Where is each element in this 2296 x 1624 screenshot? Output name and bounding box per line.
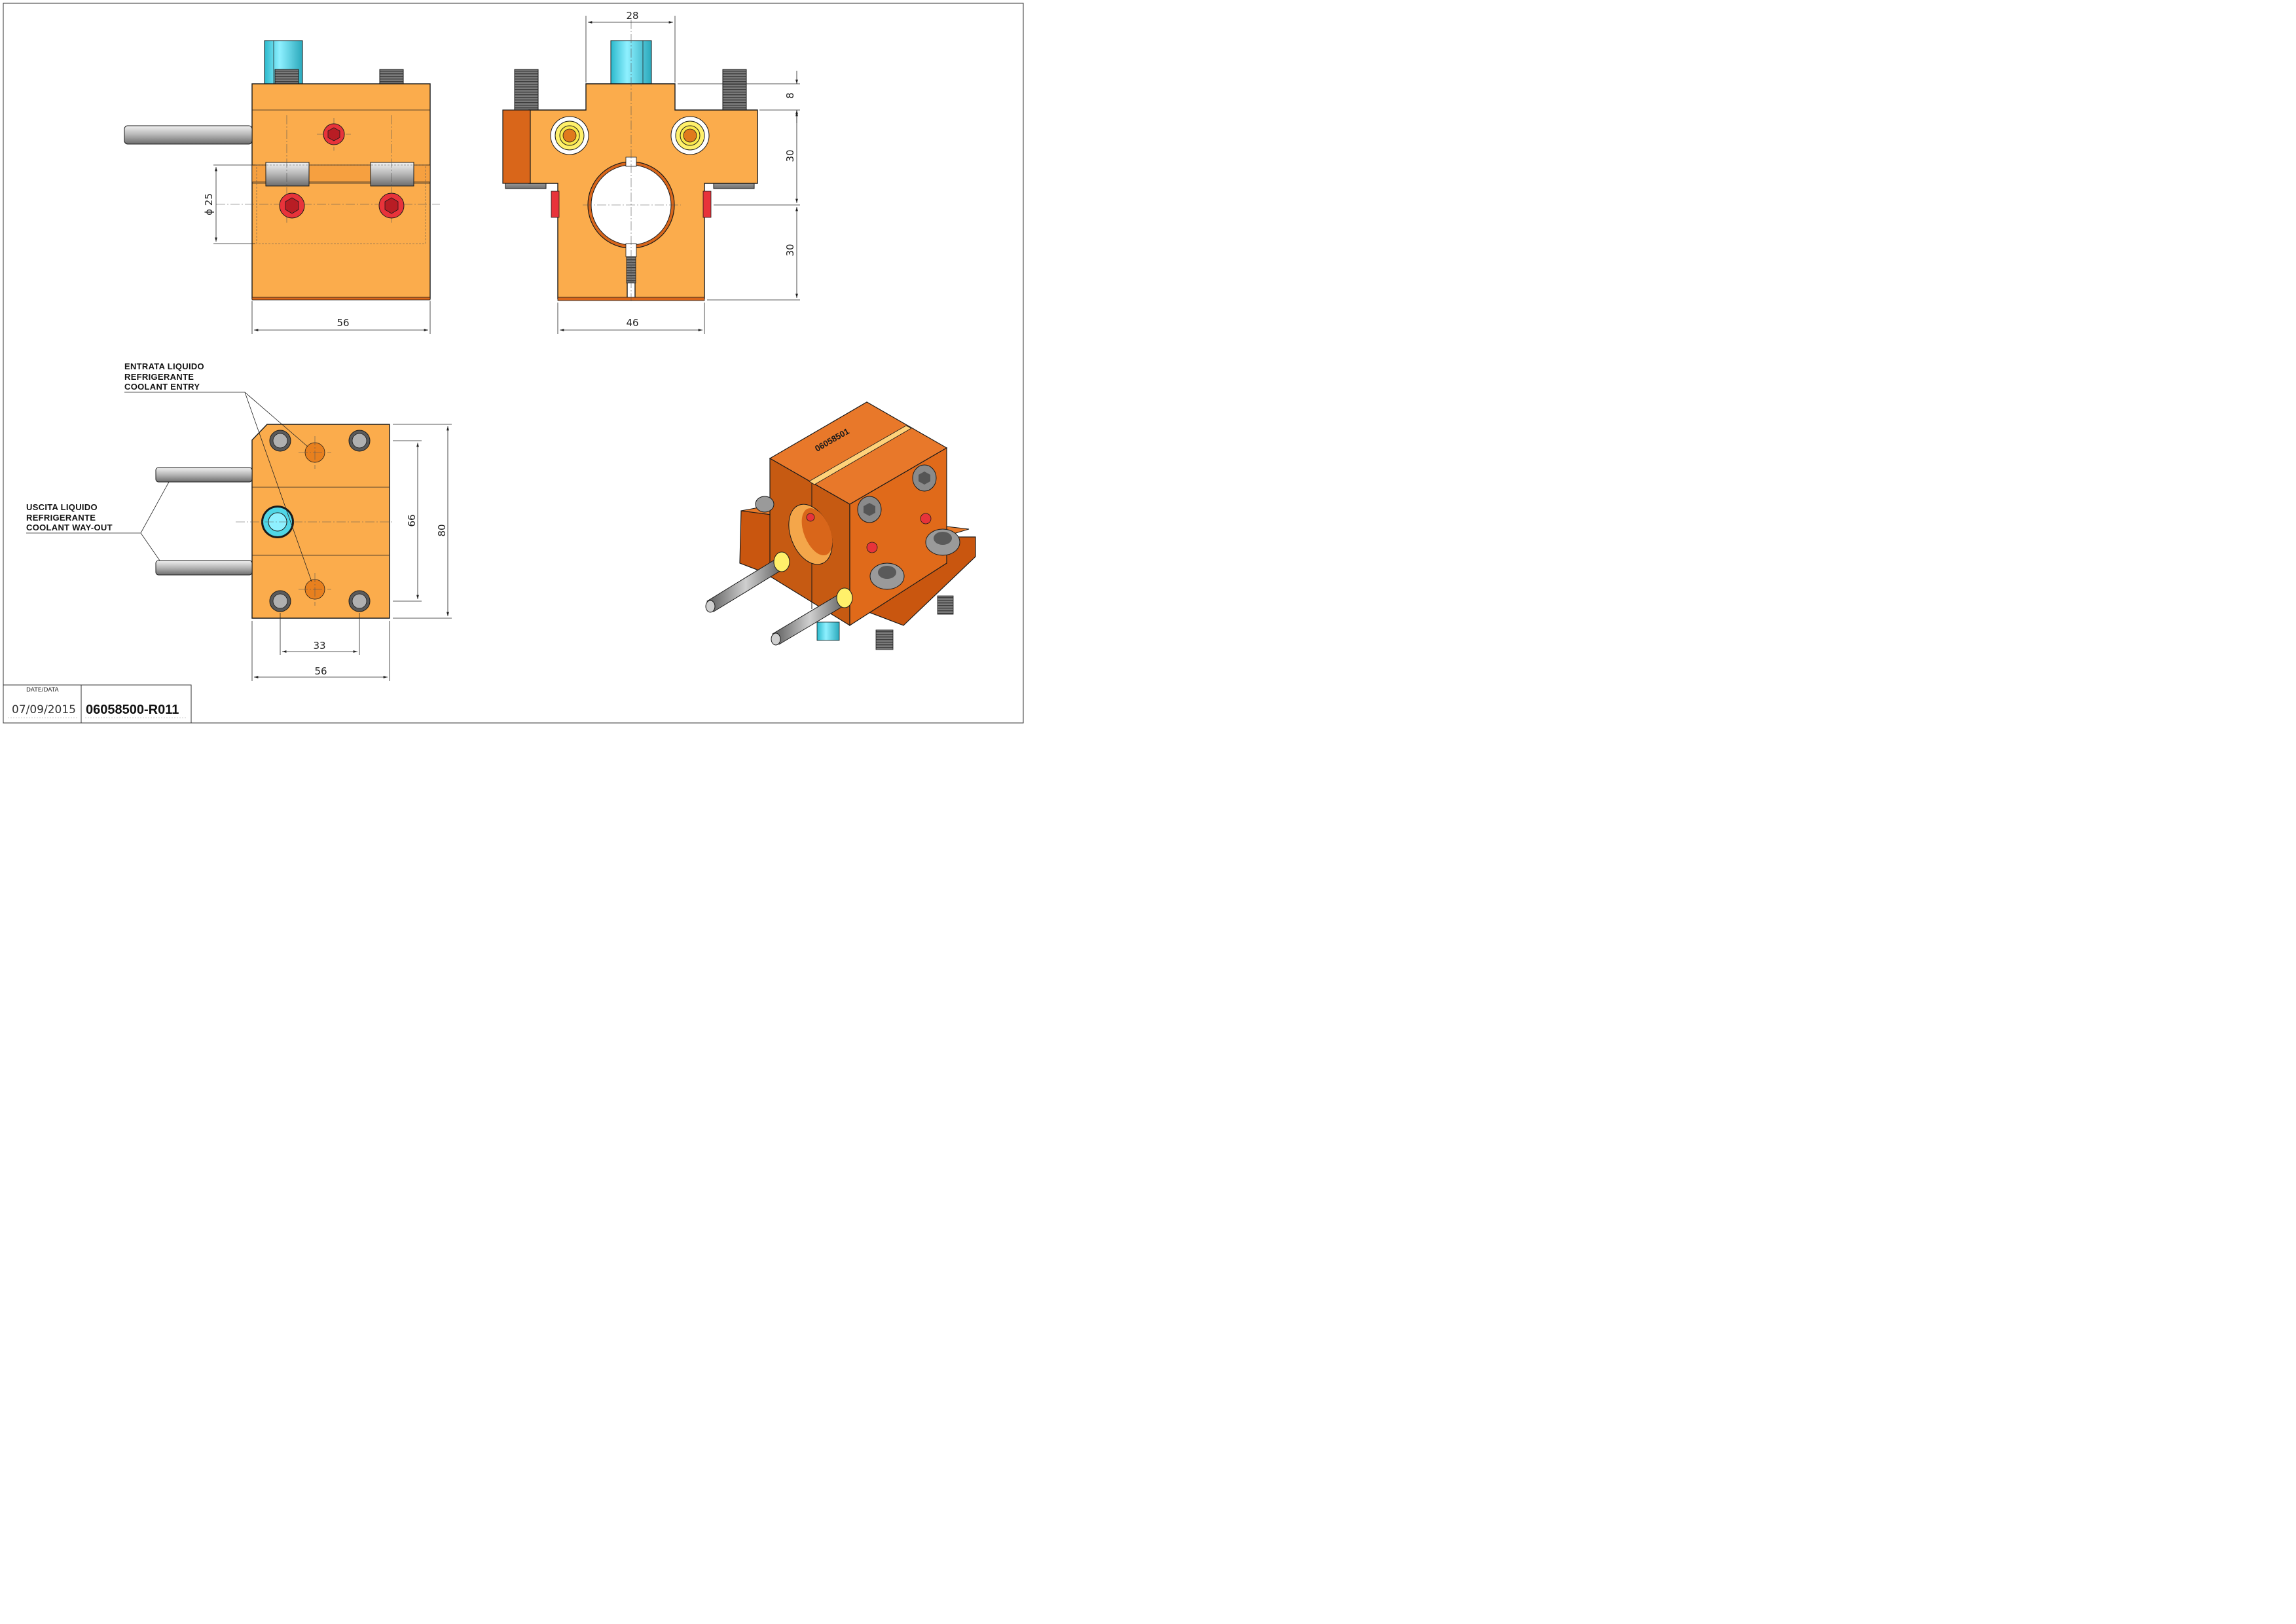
threaded-screw-icon [875, 629, 894, 650]
coolant-bushing-icon [550, 116, 589, 155]
svg-text:ENTRATA LIQUIDO: ENTRATA LIQUIDO [124, 361, 204, 371]
coolant-entry-note: ENTRATA LIQUIDO REFRIGERANTE COOLANT ENT… [124, 361, 204, 392]
socket-screw-icon [702, 191, 712, 218]
socket-screw-icon [378, 193, 405, 219]
socket-screw-icon [551, 191, 560, 218]
coolant-bushing-icon [670, 116, 710, 155]
socket-screw-icon [279, 193, 305, 219]
socket-screw-icon [925, 528, 960, 556]
drawing-number: 06058500-R011 [86, 703, 179, 717]
sheet-border [3, 3, 1024, 724]
dim-height-c-label: 30 [784, 244, 796, 256]
dim-height-a-label: 8 [784, 92, 796, 99]
top-view: ENTRATA LIQUIDO REFRIGERANTE COOLANT ENT… [26, 361, 452, 681]
threaded-screw-icon [514, 69, 539, 111]
dim-top-width-label: 28 [626, 10, 638, 22]
drawing-sheet: 56 ϕ 25 [0, 0, 1027, 726]
socket-screw-icon [912, 464, 937, 492]
title-block: DATE/DATA 07/09/2015 06058500-R011 [3, 684, 192, 724]
coolant-pipe-icon [155, 467, 253, 483]
svg-text:USCITA LIQUIDO: USCITA LIQUIDO [26, 502, 98, 512]
socket-screw-icon [323, 123, 345, 145]
isometric-view: 06058501 [705, 401, 976, 650]
socket-screw-icon [920, 513, 932, 525]
socket-screw-icon [857, 496, 882, 523]
dim-bottom-width-label: 56 [314, 665, 327, 677]
block-body [251, 424, 390, 619]
threaded-screw-icon [937, 595, 954, 615]
svg-text:COOLANT ENTRY: COOLANT ENTRY [124, 382, 200, 392]
dim-bottom-width-label: 46 [626, 317, 638, 329]
clamp-jaw-icon [265, 162, 310, 187]
socket-screw-icon [755, 496, 774, 513]
technical-drawing: 56 ϕ 25 [3, 3, 1024, 724]
dim-hole-spacing-label: 33 [313, 640, 325, 652]
block-body [251, 83, 431, 299]
threaded-screw-icon [722, 69, 747, 111]
socket-screw-icon [348, 590, 371, 612]
coolant-pipe-icon [124, 125, 253, 145]
coolant-out-note: USCITA LIQUIDO REFRIGERANTE COOLANT WAY-… [26, 502, 113, 532]
date-label: DATE/DATA [26, 687, 59, 693]
front-view: 56 ϕ 25 [124, 40, 440, 334]
dim-height-b-label: 30 [784, 149, 796, 162]
dim-outer-height-label: 80 [436, 524, 448, 536]
dim-inner-height-label: 66 [406, 514, 418, 526]
coolant-pipe-icon [705, 551, 790, 613]
socket-screw-icon [269, 430, 291, 452]
drawing-date: 07/09/2015 [12, 703, 76, 716]
coolant-pipe-icon [155, 560, 253, 576]
svg-text:REFRIGERANTE: REFRIGERANTE [124, 372, 194, 382]
socket-screw-icon [866, 542, 878, 553]
side-flange [502, 109, 531, 184]
coolant-pipe-icon [771, 587, 853, 646]
dim-diameter-label: ϕ 25 [203, 193, 215, 215]
coolant-fitting-icon [261, 506, 294, 538]
dim-width-label: 56 [337, 317, 349, 329]
side-view: 28 46 8 30 30 [502, 10, 800, 334]
socket-screw-icon [869, 563, 905, 590]
coolant-fitting-icon [816, 621, 840, 641]
svg-text:COOLANT WAY-OUT: COOLANT WAY-OUT [26, 523, 113, 532]
socket-screw-icon [269, 590, 291, 612]
svg-text:REFRIGERANTE: REFRIGERANTE [26, 513, 96, 523]
socket-screw-icon [348, 430, 371, 452]
clamp-jaw-icon [370, 162, 414, 187]
